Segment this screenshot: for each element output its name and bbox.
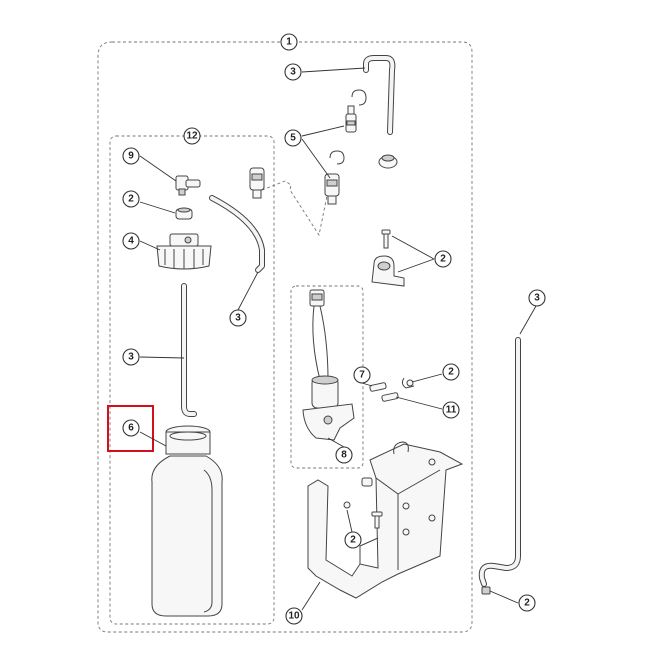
callout-4-label: 4 bbox=[128, 236, 134, 247]
callout-3-top-label: 3 bbox=[290, 67, 296, 78]
callout-1: 1 bbox=[280, 33, 298, 51]
callout-7-label: 7 bbox=[359, 370, 365, 381]
callout-3-far: 3 bbox=[528, 289, 546, 307]
screw-bracket bbox=[371, 511, 383, 529]
screw-right bbox=[381, 229, 391, 249]
callout-2-bracket: 2 bbox=[344, 531, 362, 549]
callout-2-clip-label: 2 bbox=[448, 367, 454, 378]
water-tank-6 bbox=[151, 425, 223, 617]
callout-6: 6 bbox=[122, 419, 140, 437]
callout-4: 4 bbox=[122, 232, 140, 250]
callout-5: 5 bbox=[284, 129, 302, 147]
callout-10-label: 10 bbox=[288, 611, 300, 622]
callout-2-bottom-label: 2 bbox=[524, 598, 530, 609]
callout-5-label: 5 bbox=[290, 133, 296, 144]
hose-top-j bbox=[363, 55, 396, 135]
bracket-10 bbox=[307, 441, 464, 599]
callout-3-top: 3 bbox=[284, 63, 302, 81]
callout-7: 7 bbox=[353, 366, 371, 384]
callout-9: 9 bbox=[122, 147, 140, 165]
fitting-11 bbox=[381, 392, 399, 402]
highlight-box bbox=[107, 405, 154, 452]
connection-path bbox=[261, 180, 328, 237]
callout-8: 8 bbox=[335, 446, 353, 464]
callout-8-label: 8 bbox=[341, 450, 347, 461]
clip-2-right bbox=[401, 377, 415, 389]
callout-3-mid: 3 bbox=[229, 309, 247, 327]
callout-9-label: 9 bbox=[128, 151, 134, 162]
tank-cap-4 bbox=[156, 233, 212, 270]
grommet bbox=[378, 154, 398, 169]
solenoid-valve-left bbox=[249, 167, 265, 199]
callout-2-bracket-label: 2 bbox=[350, 535, 356, 546]
callout-2-bottom: 2 bbox=[518, 594, 536, 612]
nut-bracket-small bbox=[343, 501, 351, 509]
fitting-upper bbox=[345, 105, 357, 133]
callout-3-left-label: 3 bbox=[128, 352, 134, 363]
callout-6-label: 6 bbox=[128, 423, 134, 434]
callout-3-left: 3 bbox=[122, 348, 140, 366]
fitting-7 bbox=[369, 382, 387, 392]
elbow-fitting-9 bbox=[175, 175, 201, 196]
callout-2-plug: 2 bbox=[122, 190, 140, 208]
assembly-1-boundary bbox=[97, 41, 473, 633]
callout-2-clip: 2 bbox=[442, 363, 460, 381]
callout-2-right: 2 bbox=[434, 250, 452, 268]
callout-3-mid-label: 3 bbox=[235, 313, 241, 324]
suction-tube bbox=[181, 283, 197, 417]
nut-bracket bbox=[361, 477, 373, 487]
e-clip-mid bbox=[329, 150, 345, 165]
callout-11: 11 bbox=[442, 401, 460, 419]
pump-8 bbox=[302, 289, 355, 441]
callout-2-right-label: 2 bbox=[440, 254, 446, 265]
callout-3-far-label: 3 bbox=[534, 293, 540, 304]
callout-11-label: 11 bbox=[446, 405, 457, 416]
hose-kit-curved bbox=[209, 195, 265, 273]
tube-clamp bbox=[371, 255, 405, 287]
callout-2-plug-label: 2 bbox=[128, 194, 134, 205]
callout-12-label: 12 bbox=[186, 131, 198, 142]
callout-1-label: 1 bbox=[286, 37, 292, 48]
callout-10: 10 bbox=[285, 607, 303, 625]
nut-bottom-right bbox=[481, 586, 491, 595]
callout-12: 12 bbox=[183, 127, 201, 145]
plug-small-kit bbox=[175, 207, 193, 220]
kit-12-boundary bbox=[109, 135, 275, 625]
tube-long-right bbox=[478, 337, 521, 587]
solenoid-valve-middle bbox=[324, 173, 340, 205]
e-clip-top bbox=[351, 89, 367, 106]
